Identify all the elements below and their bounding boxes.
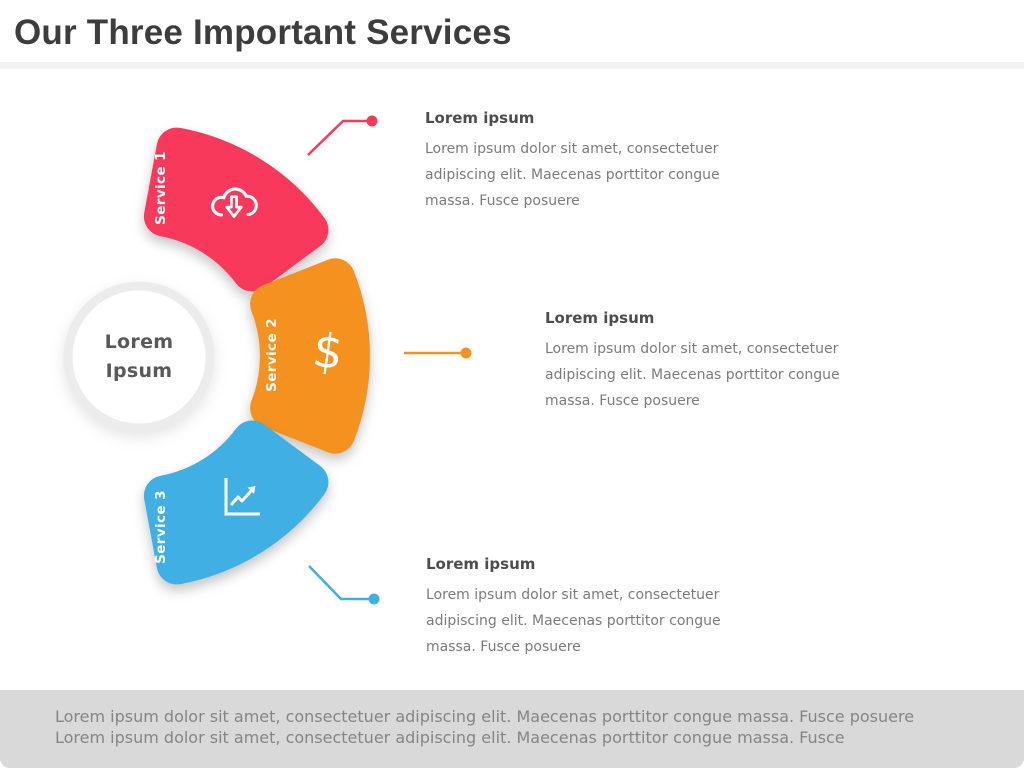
service-1-label: Service 1 bbox=[153, 151, 169, 225]
petal-service-2 bbox=[250, 258, 370, 454]
callout-1-body: Lorem ipsum dolor sit amet, consectetuer… bbox=[425, 141, 720, 209]
callout-3-heading: Lorem ipsum bbox=[426, 555, 536, 573]
center-line-2: Ipsum bbox=[105, 360, 173, 382]
center-line-1: Lorem bbox=[104, 331, 174, 353]
connector-dot-service-2 bbox=[460, 347, 472, 359]
service-2-label: Service 2 bbox=[264, 318, 280, 392]
petal-service-3 bbox=[143, 420, 329, 585]
title-divider bbox=[0, 62, 1024, 69]
connector-dot-service-1 bbox=[366, 115, 378, 127]
callout-3-body: Lorem ipsum dolor sit amet, consectetuer… bbox=[426, 587, 721, 655]
callout-2-body: Lorem ipsum dolor sit amet, consectetuer… bbox=[545, 341, 840, 409]
callout-service-2: Lorem ipsum Lorem ipsum dolor sit amet, … bbox=[545, 309, 877, 414]
page-title: Our Three Important Services bbox=[14, 13, 512, 52]
callout-1-heading: Lorem ipsum bbox=[425, 109, 535, 127]
cloud-download-icon bbox=[207, 181, 261, 229]
center-circle-text: Lorem Ipsum bbox=[64, 328, 214, 386]
callout-2-heading: Lorem ipsum bbox=[545, 309, 655, 327]
line-chart-icon bbox=[216, 473, 264, 525]
callout-service-3: Lorem ipsum Lorem ipsum dolor sit amet, … bbox=[426, 555, 758, 660]
dollar-icon: $ bbox=[309, 322, 347, 382]
callout-service-1: Lorem ipsum Lorem ipsum dolor sit amet, … bbox=[425, 109, 757, 214]
petal-service-1 bbox=[143, 127, 329, 292]
connector-service-3 bbox=[308, 565, 372, 601]
connector-service-1 bbox=[307, 119, 370, 156]
connector-dot-service-3 bbox=[368, 593, 380, 605]
center-circle-ring bbox=[63, 281, 215, 433]
footer-bar: Lorem ipsum dolor sit amet, consectetuer… bbox=[0, 690, 1024, 768]
footer-line-2: Lorem ipsum dolor sit amet, consectetuer… bbox=[55, 728, 845, 747]
footer-line-1: Lorem ipsum dolor sit amet, consectetuer… bbox=[55, 707, 915, 726]
service-3-label: Service 3 bbox=[153, 490, 169, 564]
